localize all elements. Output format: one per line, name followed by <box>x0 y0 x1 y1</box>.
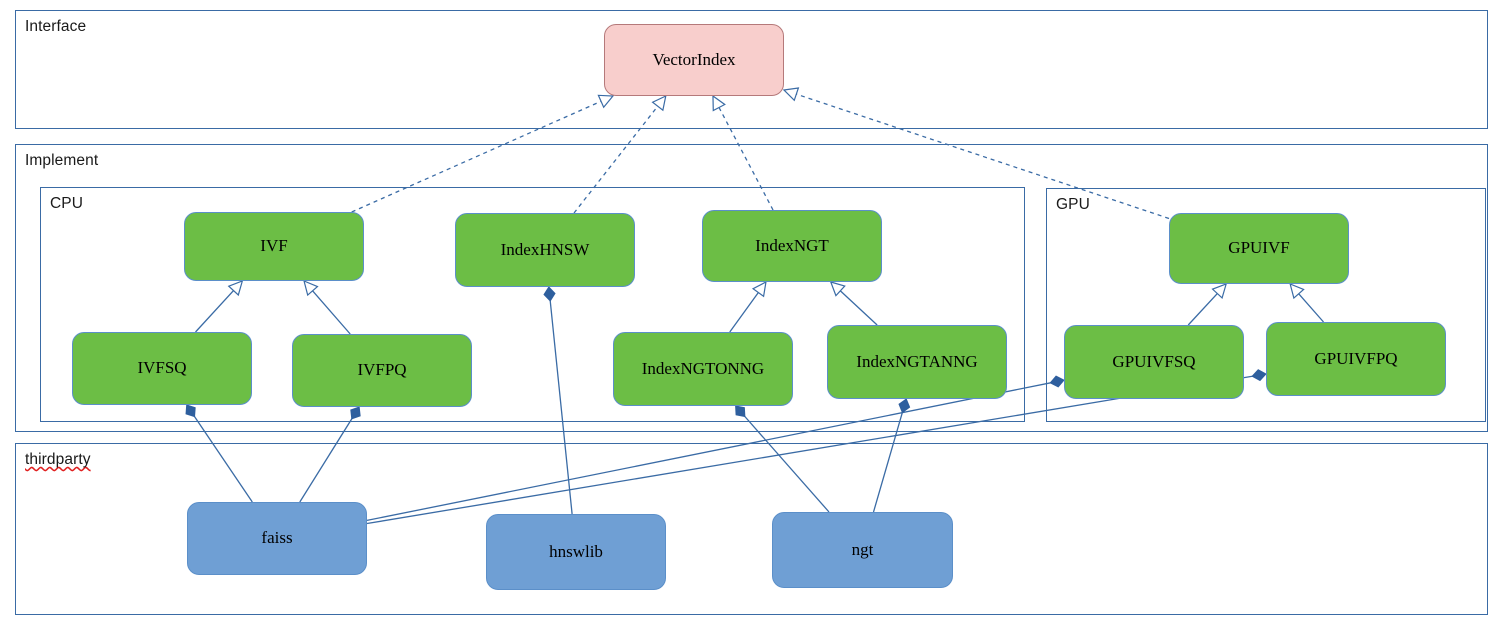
node-label: IndexNGTANNG <box>856 351 978 371</box>
node-indexngtonng[interactable]: IndexNGTONNG <box>613 332 793 406</box>
node-label: faiss <box>261 528 293 548</box>
node-ivfpq[interactable]: IVFPQ <box>292 334 472 407</box>
node-label: hnswlib <box>549 541 603 561</box>
node-label: GPUIVFPQ <box>1314 348 1398 368</box>
node-label: ngt <box>851 539 874 559</box>
group-label-gpu: GPU <box>1056 196 1090 213</box>
group-label-cpu: CPU <box>50 195 84 212</box>
node-label: IVF <box>260 236 288 256</box>
node-label: IVFSQ <box>137 358 187 378</box>
group-box-gpu <box>1046 188 1486 422</box>
node-indexhnsw[interactable]: IndexHNSW <box>455 213 635 287</box>
node-indexngt[interactable]: IndexNGT <box>702 210 882 282</box>
node-label: GPUIVF <box>1228 238 1290 258</box>
node-ivf[interactable]: IVF <box>184 212 364 281</box>
node-label: IndexNGTONNG <box>641 358 765 378</box>
node-vectorindex[interactable]: VectorIndex <box>604 24 784 96</box>
group-label-thirdparty: thirdparty <box>25 451 91 468</box>
node-ngt[interactable]: ngt <box>772 512 953 588</box>
node-gpuivfpq[interactable]: GPUIVFPQ <box>1266 322 1446 396</box>
node-hnswlib[interactable]: hnswlib <box>486 514 666 590</box>
node-faiss[interactable]: faiss <box>187 502 367 575</box>
node-label: IndexHNSW <box>500 239 590 259</box>
node-label: VectorIndex <box>652 49 736 69</box>
node-ivfsq[interactable]: IVFSQ <box>72 332 252 405</box>
node-label: IVFPQ <box>357 360 407 380</box>
node-gpuivfsq[interactable]: GPUIVFSQ <box>1064 325 1244 399</box>
node-gpuivf[interactable]: GPUIVF <box>1169 213 1349 284</box>
node-label: IndexNGT <box>755 235 829 255</box>
group-label-interface: Interface <box>25 18 87 35</box>
group-label-implement: Implement <box>25 152 99 169</box>
node-label: GPUIVFSQ <box>1112 351 1196 371</box>
node-indexngtanng[interactable]: IndexNGTANNG <box>827 325 1007 399</box>
